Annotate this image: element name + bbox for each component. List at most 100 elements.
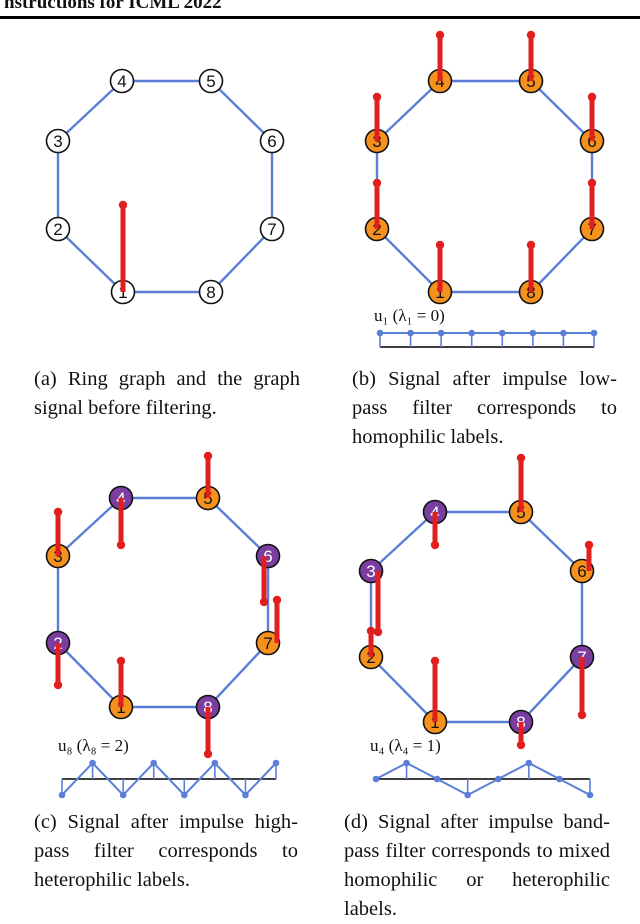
- basis-curve: [375, 761, 591, 797]
- node-label: 7: [263, 634, 272, 653]
- caption-b: (b) Signal after impulse low-pass filter…: [352, 365, 617, 452]
- basis-point: [89, 759, 96, 767]
- impulse-head: [203, 749, 213, 759]
- ring-edge: [520, 511, 583, 572]
- graph-node: [45, 216, 71, 242]
- impulse-head: [430, 540, 440, 550]
- impulse-head: [366, 626, 376, 636]
- basis-point: [407, 329, 414, 337]
- basis-point: [498, 329, 506, 337]
- node-label: 3: [372, 132, 381, 151]
- basis-point: [372, 775, 380, 783]
- impulse-head: [116, 540, 126, 550]
- caption-d-marker: (d): [344, 811, 368, 833]
- basis-plot: u₁ (λ₁ = 0): [374, 306, 598, 348]
- basis-point: [403, 759, 410, 767]
- impulse-head: [526, 30, 536, 40]
- node-label: 7: [587, 220, 596, 239]
- node-label: 6: [263, 547, 272, 566]
- ring-edge: [370, 656, 436, 723]
- caption-a: (a) Ring graph and the graph signal befo…: [34, 365, 300, 423]
- basis-point: [242, 791, 249, 799]
- basis-point: [437, 329, 445, 337]
- node-label: 6: [587, 132, 596, 151]
- basis-point: [58, 791, 66, 799]
- basis-point: [556, 775, 563, 783]
- basis-point: [525, 759, 533, 767]
- basis-point: [590, 329, 598, 337]
- graph-node: [198, 68, 224, 94]
- ring-edge: [210, 80, 273, 142]
- impulse-head: [373, 627, 383, 637]
- impulse-head: [259, 597, 269, 607]
- impulse-head: [116, 656, 126, 666]
- ring-edge: [207, 497, 269, 557]
- node-label: 5: [203, 489, 212, 508]
- ring-edge: [57, 642, 122, 708]
- basis-plot: u₈ (λ₈ = 2): [58, 736, 280, 799]
- node-label: 5: [516, 503, 525, 522]
- basis-point: [376, 329, 384, 337]
- impulse-head: [435, 240, 445, 250]
- basis-label: u₄ (λ₄ = 1): [370, 736, 441, 755]
- graph-node: [259, 128, 285, 154]
- node-label: 1: [118, 283, 127, 302]
- ring-edge: [57, 228, 124, 293]
- caption-d: (d) Signal after impulse band-pass filte…: [344, 808, 610, 924]
- header-title: nstructions for ICML 2022: [4, 0, 222, 13]
- impulse-head: [584, 540, 594, 550]
- graph-node: [45, 128, 71, 154]
- panel-c: 12345678u₈ (λ₈ = 2): [45, 451, 282, 799]
- caption-b-text: Signal after impulse low-pass filter cor…: [352, 368, 617, 448]
- node-label: 1: [430, 713, 439, 732]
- ring-edge: [530, 228, 593, 293]
- impulse-head: [435, 30, 445, 40]
- basis-point: [180, 791, 188, 799]
- impulse-head: [430, 656, 440, 666]
- basis-point: [119, 791, 127, 799]
- basis-label: u₁ (λ₁ = 0): [374, 306, 445, 325]
- node-label: 8: [206, 283, 215, 302]
- ring-edges: [369, 510, 584, 724]
- impulse-head: [272, 595, 282, 605]
- ring-edge: [57, 497, 122, 557]
- node-label: 2: [53, 220, 62, 239]
- basis-curve: [61, 761, 277, 797]
- ring-edge: [376, 80, 441, 142]
- basis-point: [586, 791, 594, 799]
- basis-point: [464, 791, 472, 799]
- node-label: 1: [116, 698, 125, 717]
- ring-edge: [520, 656, 583, 723]
- node-label: 3: [53, 547, 62, 566]
- graph-node: [109, 68, 135, 94]
- ring-edge: [57, 80, 123, 142]
- node-label: 4: [435, 72, 444, 91]
- impulse-head: [53, 680, 63, 690]
- node-label: 3: [366, 562, 375, 581]
- node-label: 3: [53, 132, 62, 151]
- caption-c-marker: (c): [34, 811, 57, 833]
- caption-c-text: Signal after impulse high-pass filter co…: [34, 811, 299, 891]
- caption-d-text: Signal after impulse band-pass filter co…: [344, 811, 610, 920]
- caption-a-text: Ring graph and the graph signal before f…: [34, 368, 300, 419]
- impulse-head: [587, 92, 597, 102]
- node-label: 5: [526, 72, 535, 91]
- impulse-head: [53, 507, 63, 517]
- basis-point: [272, 759, 280, 767]
- ring-edge: [207, 642, 269, 708]
- impulse-head: [118, 200, 128, 210]
- impulse-head: [372, 92, 382, 102]
- ring-edge: [376, 228, 441, 293]
- node-label: 1: [435, 283, 444, 302]
- caption-c: (c) Signal after impulse high-pass filte…: [34, 808, 298, 895]
- basis-plot: u₄ (λ₄ = 1): [370, 736, 594, 799]
- impulse-head: [203, 451, 213, 461]
- impulse-head: [516, 740, 526, 750]
- caption-a-marker: (a): [34, 368, 57, 390]
- basis-point: [468, 329, 476, 337]
- impulse-head: [372, 178, 382, 188]
- impulse-head: [526, 240, 536, 250]
- basis-point: [150, 759, 158, 767]
- basis-point: [211, 759, 219, 767]
